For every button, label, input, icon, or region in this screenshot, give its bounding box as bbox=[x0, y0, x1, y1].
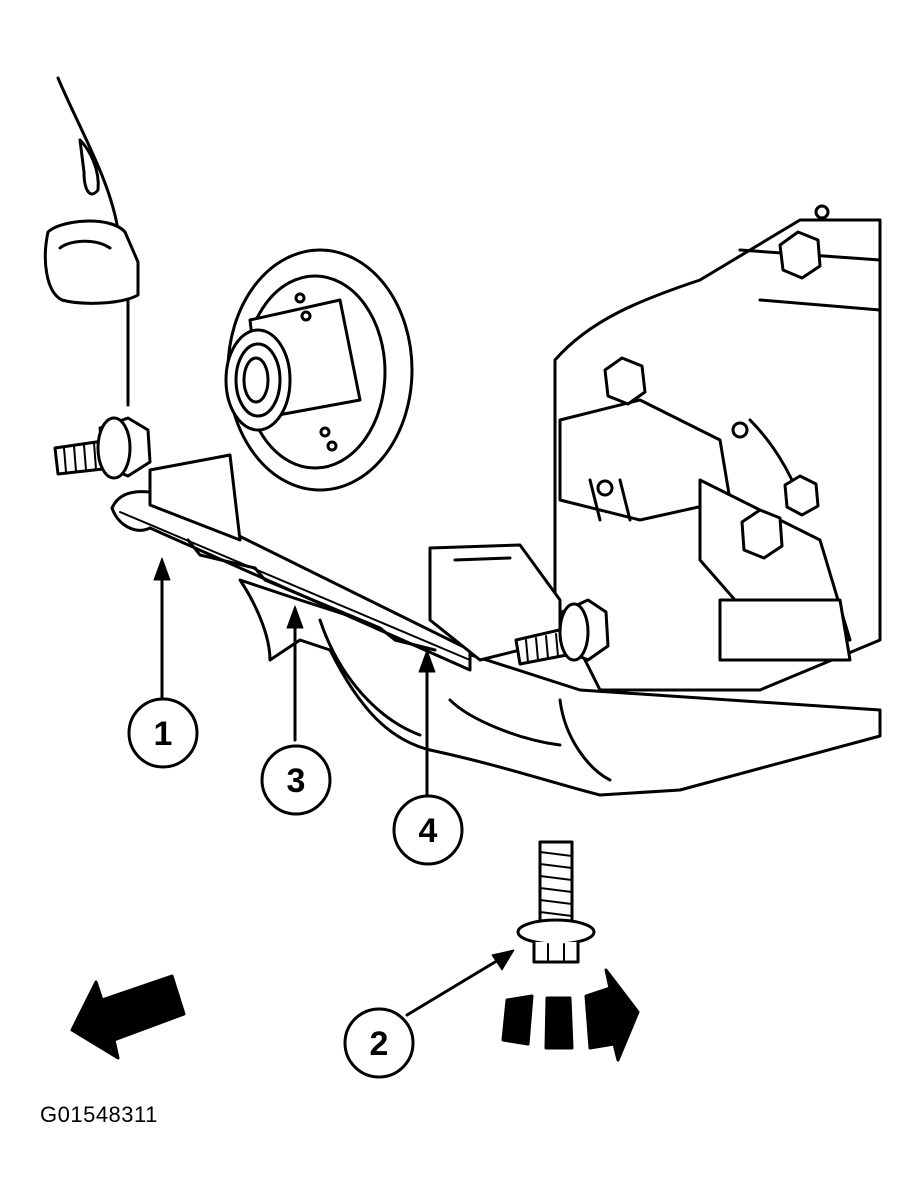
tighten-rotation-arrow-icon bbox=[501, 968, 640, 1062]
callout-number: 4 bbox=[419, 812, 438, 850]
leader-lines bbox=[160, 570, 507, 1017]
crankshaft-pulley-icon bbox=[224, 248, 414, 492]
callout-4: 4 bbox=[392, 794, 464, 866]
stud-icon bbox=[514, 598, 610, 666]
callout-3: 3 bbox=[260, 744, 332, 816]
callout-number: 2 bbox=[370, 1025, 389, 1063]
front-direction-arrow-icon bbox=[70, 974, 186, 1060]
engine-block-right bbox=[428, 204, 882, 692]
bolt-icon bbox=[516, 840, 596, 964]
oil-pan-gasket bbox=[110, 453, 472, 672]
callout-1: 1 bbox=[127, 697, 199, 769]
callout-number: 1 bbox=[154, 715, 173, 753]
callout-2: 2 bbox=[343, 1007, 415, 1079]
leader-arrowheads bbox=[153, 557, 515, 971]
figure-id: G01548311 bbox=[40, 1102, 158, 1127]
callout-number: 3 bbox=[287, 762, 306, 800]
stud-icon bbox=[53, 416, 152, 480]
bolt-icon bbox=[603, 230, 822, 560]
engine-block-left bbox=[43, 76, 140, 407]
